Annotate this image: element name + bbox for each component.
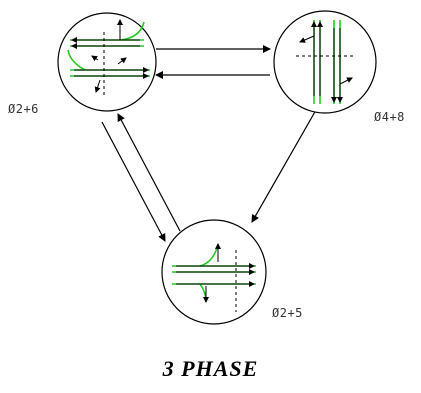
phase-label-2-6: Ø2+6	[8, 102, 39, 116]
arrow-b-to-c	[251, 109, 317, 223]
phase-label-2-5: Ø2+5	[272, 306, 303, 320]
diagram-title: 3 PHASE	[162, 356, 259, 381]
arrow-a-to-c	[101, 121, 166, 242]
phase-circle-2-5	[161, 219, 267, 325]
arrow-c-to-a	[117, 113, 181, 232]
phase-circle-4-8	[273, 10, 377, 114]
phase-circle-2-6	[57, 12, 157, 112]
transition-arrows	[101, 45, 317, 242]
phase-label-4-8: Ø4+8	[374, 110, 405, 124]
